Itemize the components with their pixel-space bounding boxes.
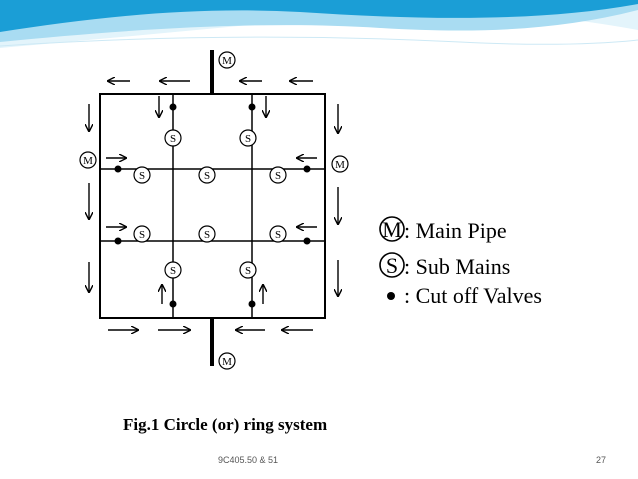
sub-main-symbol: S	[239, 261, 257, 279]
main-pipe-symbols: M M M M	[79, 51, 349, 370]
legend-item-cut-off-valves: : Cut off Valves	[387, 283, 542, 308]
valve-dot	[303, 237, 311, 245]
sub-symbol-letter: S	[275, 170, 281, 182]
sub-symbol-letter: S	[275, 229, 281, 241]
main-symbol-letter: M	[382, 217, 402, 242]
sub-main-symbol: S	[164, 261, 182, 279]
sub-main-symbol: S	[133, 225, 151, 243]
header-wave-decoration	[0, 0, 638, 48]
cut-off-valves	[114, 103, 311, 308]
sub-main-symbols: S S S S S S S S S S	[133, 129, 287, 279]
main-symbol-letter: M	[83, 155, 93, 167]
footer-course-code: 9C405.50 & 51	[218, 455, 279, 465]
sub-symbol-letter: S	[245, 265, 251, 277]
figure-caption: Fig.1 Circle (or) ring system	[123, 415, 328, 434]
sub-symbol-letter: S	[204, 229, 210, 241]
main-pipe-symbol: M	[218, 51, 236, 69]
figure-background	[47, 53, 585, 378]
valve-dot	[248, 300, 256, 308]
footer-page-number: 27	[596, 455, 607, 465]
sub-symbol-letter: S	[170, 265, 176, 277]
main-symbol-letter: M	[222, 55, 232, 67]
valve-dot	[169, 103, 177, 111]
legend-item-main-pipe: M : Main Pipe	[379, 216, 507, 243]
main-pipe-symbol: M	[218, 352, 236, 370]
legend-sub-mains-label: : Sub Mains	[404, 254, 510, 279]
legend-item-sub-mains: S : Sub Mains	[379, 252, 510, 279]
sub-main-symbol: S	[269, 225, 287, 243]
legend: M : Main Pipe S : Sub Mains : Cut off Va…	[379, 216, 542, 308]
valve-dot	[303, 165, 311, 173]
sub-symbol-letter: S	[170, 133, 176, 145]
ring-system-diagram: S S S S S S S S S S M M M M	[47, 50, 585, 378]
valve-dot	[114, 237, 122, 245]
sub-symbol-letter: S	[139, 229, 145, 241]
main-symbol-letter: M	[222, 356, 232, 368]
sub-main-symbol: S	[198, 166, 216, 184]
main-pipe-symbol: M	[79, 151, 97, 169]
sub-symbol-letter: S	[386, 253, 398, 278]
valve-dot	[248, 103, 256, 111]
sub-symbol-letter: S	[204, 170, 210, 182]
legend-cut-off-valves-label: : Cut off Valves	[404, 283, 542, 308]
sub-symbol-letter: S	[139, 170, 145, 182]
sub-main-symbol: S	[269, 166, 287, 184]
main-symbol-letter: M	[335, 159, 345, 171]
main-pipe-symbol: M	[331, 155, 349, 173]
legend-main-pipe-label: : Main Pipe	[404, 218, 507, 243]
valve-dot	[169, 300, 177, 308]
flow-arrows	[89, 81, 338, 330]
valve-dot	[114, 165, 122, 173]
sub-main-symbol: S	[164, 129, 182, 147]
sub-main-symbol: S	[239, 129, 257, 147]
sub-main-symbol: S	[198, 225, 216, 243]
sub-main-symbol: S	[133, 166, 151, 184]
sub-symbol-letter: S	[245, 133, 251, 145]
